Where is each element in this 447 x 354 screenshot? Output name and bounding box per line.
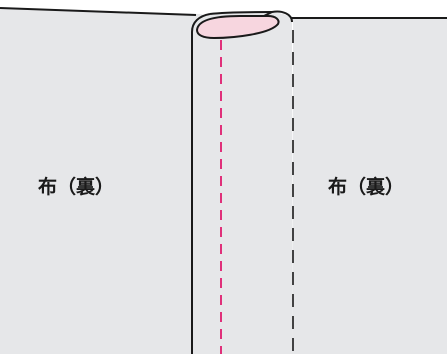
folded-seam-allowance bbox=[195, 15, 280, 40]
left-fabric-label: 布（裏） bbox=[38, 175, 114, 198]
fold-inner-edge bbox=[263, 10, 293, 23]
left-fabric-panel bbox=[0, 8, 204, 354]
column-top-edge bbox=[209, 11, 273, 15]
column-left-edge bbox=[191, 13, 211, 354]
right-fabric-label: 布（裏） bbox=[328, 175, 404, 198]
folded-column-body bbox=[192, 12, 293, 354]
right-fabric-panel bbox=[293, 18, 447, 354]
left-panel-top-edge bbox=[0, 7, 197, 16]
